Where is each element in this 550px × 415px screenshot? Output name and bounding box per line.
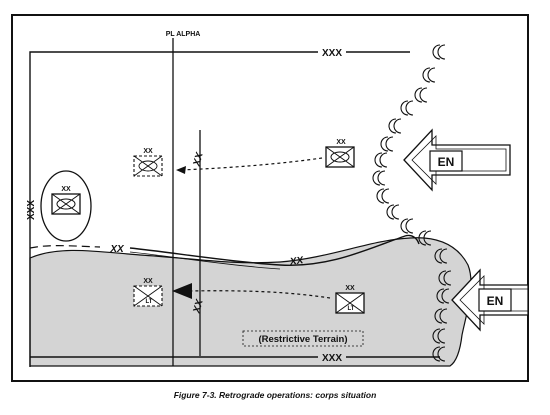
reserve-unit-symbol bbox=[51, 193, 81, 215]
contact-arc bbox=[423, 230, 432, 246]
contact-arc bbox=[376, 188, 385, 204]
division-boundary-dashed bbox=[29, 245, 101, 249]
bottom-boundary-label: XXX bbox=[322, 353, 342, 364]
contact-arc bbox=[436, 288, 445, 304]
north-retiring-unit-symbol bbox=[133, 155, 163, 177]
contact-arc bbox=[432, 346, 441, 362]
contact-arc bbox=[434, 308, 443, 324]
left-boundary-label: XXX bbox=[26, 200, 37, 220]
south-forward-unit-echelon: XX bbox=[345, 285, 355, 292]
restrictive-terrain-area bbox=[29, 237, 472, 367]
contact-arc bbox=[388, 118, 397, 134]
north-forward-unit-echelon: XX bbox=[336, 139, 346, 146]
contact-arc bbox=[427, 67, 436, 83]
vertical-boundary-lower-label: XX bbox=[191, 297, 206, 315]
contact-arc bbox=[377, 170, 386, 186]
south-withdrawal-arrow bbox=[187, 290, 331, 299]
contact-arc bbox=[386, 204, 395, 220]
south-enemy-label: EN bbox=[487, 294, 504, 308]
north-enemy-label: EN bbox=[438, 155, 455, 169]
contact-arc bbox=[418, 230, 427, 246]
north-withdrawal-arrow bbox=[179, 157, 323, 171]
contact-arc bbox=[439, 248, 448, 264]
figure-frame bbox=[11, 14, 529, 382]
north-withdrawal-arrowhead bbox=[176, 166, 186, 174]
division-boundary-label: XX bbox=[109, 244, 125, 255]
contact-arc bbox=[400, 100, 409, 116]
corps-boundary-line bbox=[29, 51, 318, 367]
enemy-contact-arcs bbox=[372, 44, 452, 362]
contact-arc bbox=[422, 67, 431, 83]
contact-arc bbox=[405, 218, 414, 234]
reserve-area-oval bbox=[40, 170, 92, 242]
contact-arc bbox=[381, 188, 390, 204]
contact-arc bbox=[443, 270, 452, 286]
contact-arc bbox=[438, 270, 447, 286]
contact-arc bbox=[374, 152, 383, 168]
reserve-unit-echelon: XX bbox=[61, 186, 71, 193]
division-boundary-line bbox=[129, 234, 420, 266]
contact-arc bbox=[385, 136, 394, 152]
contact-arc bbox=[441, 288, 450, 304]
top-boundary-label: XXX bbox=[322, 48, 342, 59]
contact-arc bbox=[419, 87, 428, 103]
contact-arc bbox=[437, 346, 446, 362]
south-forward-unit-sublabel: LT bbox=[348, 306, 355, 312]
north-retiring-unit-echelon: XX bbox=[143, 148, 153, 155]
contact-arc bbox=[393, 118, 402, 134]
south-withdrawal-arrowhead bbox=[172, 283, 192, 299]
contact-arc bbox=[437, 44, 446, 60]
south-enemy-arrow bbox=[451, 268, 529, 332]
division-boundary-line-inner bbox=[129, 251, 281, 270]
contact-arc bbox=[405, 100, 414, 116]
contact-arc bbox=[439, 308, 448, 324]
south-retiring-unit-sublabel: LT bbox=[146, 299, 153, 305]
south-retiring-unit-symbol bbox=[133, 285, 163, 307]
south-forward-unit-symbol bbox=[335, 292, 365, 314]
south-retiring-unit-echelon: XX bbox=[143, 278, 153, 285]
vertical-boundary-upper-label: XX bbox=[191, 150, 206, 168]
figure-caption: Figure 7-3. Retrograde operations: corps… bbox=[173, 390, 377, 400]
contact-arc bbox=[372, 170, 381, 186]
restrictive-terrain-label: (Restrictive Terrain) bbox=[258, 334, 347, 345]
division-boundary-mid-label: XX bbox=[288, 255, 305, 268]
contact-arc bbox=[437, 328, 446, 344]
restrictive-terrain-label-box bbox=[242, 330, 364, 347]
contact-arc bbox=[414, 87, 423, 103]
contact-arc bbox=[400, 218, 409, 234]
north-forward-unit-symbol bbox=[325, 146, 355, 168]
north-enemy-arrow bbox=[403, 128, 511, 192]
contact-arc bbox=[432, 44, 441, 60]
contact-arc bbox=[379, 152, 388, 168]
contact-arc bbox=[432, 328, 441, 344]
contact-arc bbox=[380, 136, 389, 152]
phase-line-label: PL ALPHA bbox=[166, 31, 201, 38]
contact-arc bbox=[391, 204, 400, 220]
contact-arc bbox=[434, 248, 443, 264]
